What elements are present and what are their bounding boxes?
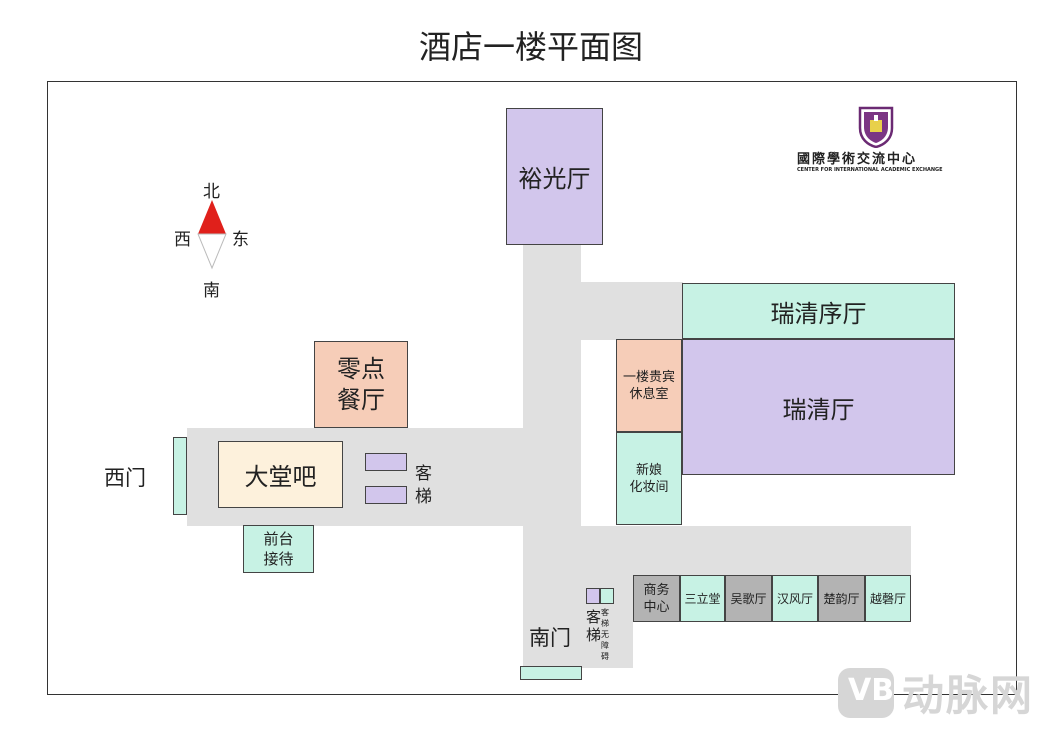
watermark-badge-icon: VB: [838, 668, 894, 718]
south-gate-door: [520, 666, 582, 680]
room-bridal-dressing: 新娘 化妆间: [616, 432, 682, 525]
room-lingdian-label-line2: 餐厅: [337, 385, 385, 414]
compass-arrow-icon: [197, 200, 227, 270]
room-business-label-line2: 中心: [643, 599, 670, 615]
corridor-east-upper: [581, 282, 683, 340]
compass-north-label: 北: [203, 182, 220, 202]
west-gate-door: [173, 437, 187, 515]
elevator-west-label-1: 客: [415, 464, 432, 484]
elevator-west-1: [365, 453, 407, 471]
room-lingdian-label-line1: 零点: [337, 354, 385, 383]
room-wuge-hall: 吴歌厅: [725, 575, 772, 622]
corridor-south-east: [581, 526, 911, 576]
elevator-west-label-2: 梯: [415, 487, 432, 507]
room-ruiqing-prefunction: 瑞清序厅: [682, 283, 955, 339]
room-ruiqingxu-label: 瑞清序厅: [770, 299, 867, 328]
elevator-west-2: [365, 486, 407, 504]
room-business-center: 商务 中心: [633, 575, 680, 622]
elevator-south: [586, 588, 600, 604]
room-bride-label-line1: 新娘: [635, 462, 662, 478]
room-sanlitang: 三立堂: [680, 575, 725, 622]
room-front-desk: 前台 接待: [243, 525, 314, 573]
room-reception-label-line2: 接待: [263, 550, 294, 568]
room-vip-label-line2: 休息室: [629, 386, 669, 402]
room-bride-label-line2: 化妆间: [629, 479, 669, 495]
compass-south-label: 南: [203, 281, 220, 301]
south-gate-label: 南门: [529, 626, 571, 650]
room-wuge-label: 吴歌厅: [730, 592, 767, 606]
room-hanfeng-hall: 汉风厅: [772, 575, 818, 622]
accessible-elevator-label: 客梯无障碍: [601, 608, 609, 661]
room-vip-label-line1: 一楼贵宾: [622, 369, 675, 385]
watermark-text: 动脉网: [902, 671, 1035, 720]
room-yueqing-label: 越磬厅: [869, 592, 906, 606]
page-title: 酒店一楼平面图: [418, 28, 643, 66]
room-ruiqing-hall: 瑞清厅: [682, 339, 955, 475]
compass-west-label: 西: [174, 230, 191, 250]
compass-east-label: 东: [232, 230, 249, 250]
room-hanfeng-label: 汉风厅: [776, 592, 813, 606]
room-yuguang-label: 裕光厅: [518, 165, 591, 193]
elevator-south-accessible: [600, 588, 614, 604]
elevator-south-label-2: 梯: [586, 626, 602, 644]
room-reception-label-line1: 前台: [263, 530, 294, 548]
logo-subtitle: CENTER FOR INTERNATIONAL ACADEMIC EXCHAN…: [797, 167, 943, 173]
room-yueqing-hall: 越磬厅: [865, 575, 911, 622]
room-yuguang-hall: 裕光厅: [506, 108, 603, 245]
room-vip-lounge: 一楼贵宾 休息室: [616, 339, 682, 432]
room-ruiqing-label: 瑞清厅: [782, 395, 855, 424]
room-lingdian-restaurant: 零点 餐厅: [314, 341, 408, 428]
room-chuyun-label: 楚韵厅: [823, 592, 860, 606]
room-business-label-line1: 商务: [643, 582, 670, 598]
room-lobby-bar-label: 大堂吧: [244, 463, 317, 491]
logo-name: 國際學術交流中心: [797, 152, 918, 167]
elevator-south-label-1: 客: [586, 608, 602, 626]
west-gate-label: 西门: [104, 466, 146, 490]
room-sanlitang-label: 三立堂: [684, 592, 721, 606]
university-emblem-icon: [858, 106, 894, 148]
room-lobby-bar: 大堂吧: [218, 441, 343, 508]
room-chuyun-hall: 楚韵厅: [818, 575, 865, 622]
